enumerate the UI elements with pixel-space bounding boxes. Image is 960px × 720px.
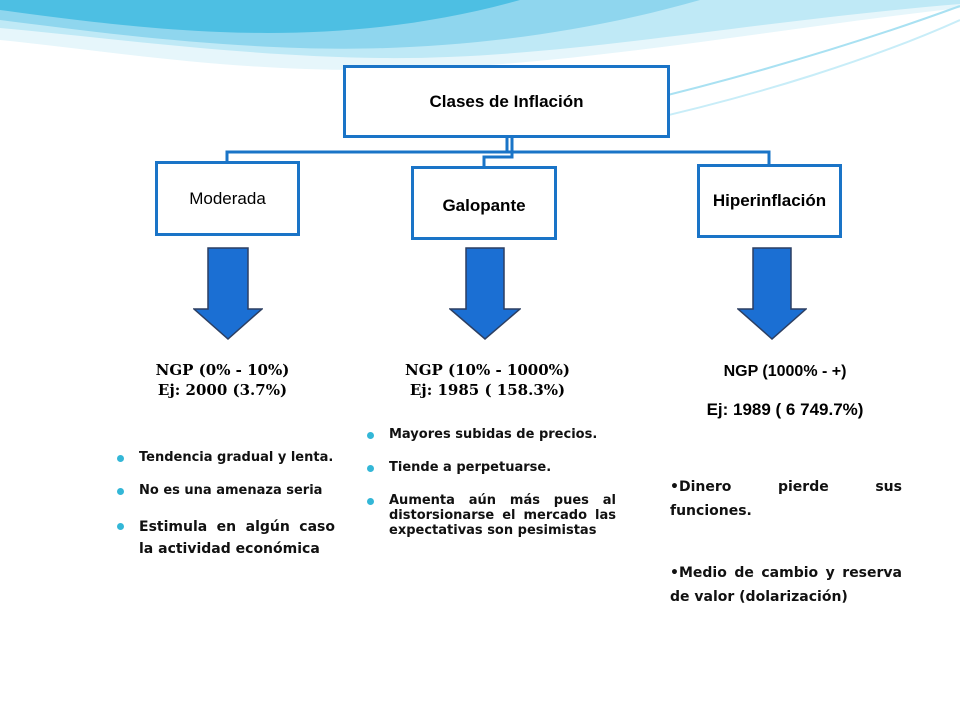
- galopante-range: NGP (10% - 1000%): [404, 361, 570, 379]
- down-arrow-icon: [193, 247, 263, 340]
- list-item: •Dinero pierde sus funciones.: [670, 479, 902, 519]
- list-item: Tendencia gradual y lenta.: [113, 450, 335, 465]
- list-item: No es una amenaza seria: [113, 483, 335, 498]
- hiperinflacion-example: Ej: 1989 ( 6 749.7%): [706, 400, 864, 419]
- moderada-example: Ej: 2000 (3.7%): [157, 381, 288, 399]
- list-item: Estimula en algún caso la actividad econ…: [113, 516, 335, 560]
- moderada-points-list: Tendencia gradual y lenta. No es una ame…: [113, 450, 335, 578]
- list-item: Aumenta aún más pues al distorsionarse e…: [363, 493, 616, 538]
- galopante-example: Ej: 1985 ( 158.3%): [409, 381, 566, 399]
- hiperinflacion-node-box: Hiperinflación: [697, 164, 842, 238]
- galopante-node-box: Galopante: [411, 166, 557, 240]
- hiperinflacion-points-list: •Dinero pierde sus funciones. •Medio de …: [670, 475, 902, 647]
- list-item: Mayores subidas de precios.: [363, 427, 616, 442]
- galopante-range-heading: NGP (10% - 1000%) Ej: 1985 ( 158.3%): [370, 360, 605, 400]
- hiperinflacion-node-label: Hiperinflación: [712, 191, 827, 210]
- list-item: Tiende a perpetuarse.: [363, 460, 616, 475]
- galopante-points-list: Mayores subidas de precios. Tiende a per…: [363, 427, 616, 556]
- moderada-node-box: Moderada: [155, 161, 300, 236]
- root-node-box: Clases de Inflación: [343, 65, 670, 138]
- galopante-node-label: Galopante: [442, 196, 526, 215]
- root-node-label: Clases de Inflación: [429, 91, 584, 111]
- moderada-node-label: Moderada: [189, 188, 266, 208]
- hiperinflacion-range: NGP (1000% - +): [723, 363, 847, 380]
- header-wave-decoration: [0, 0, 960, 127]
- list-item: •Medio de cambio y reserva de valor (dol…: [670, 565, 902, 605]
- down-arrow-icon: [737, 247, 807, 340]
- moderada-range: NGP (0% - 10%): [155, 361, 290, 379]
- down-arrow-icon: [449, 247, 521, 340]
- moderada-range-heading: NGP (0% - 10%) Ej: 2000 (3.7%): [110, 360, 335, 400]
